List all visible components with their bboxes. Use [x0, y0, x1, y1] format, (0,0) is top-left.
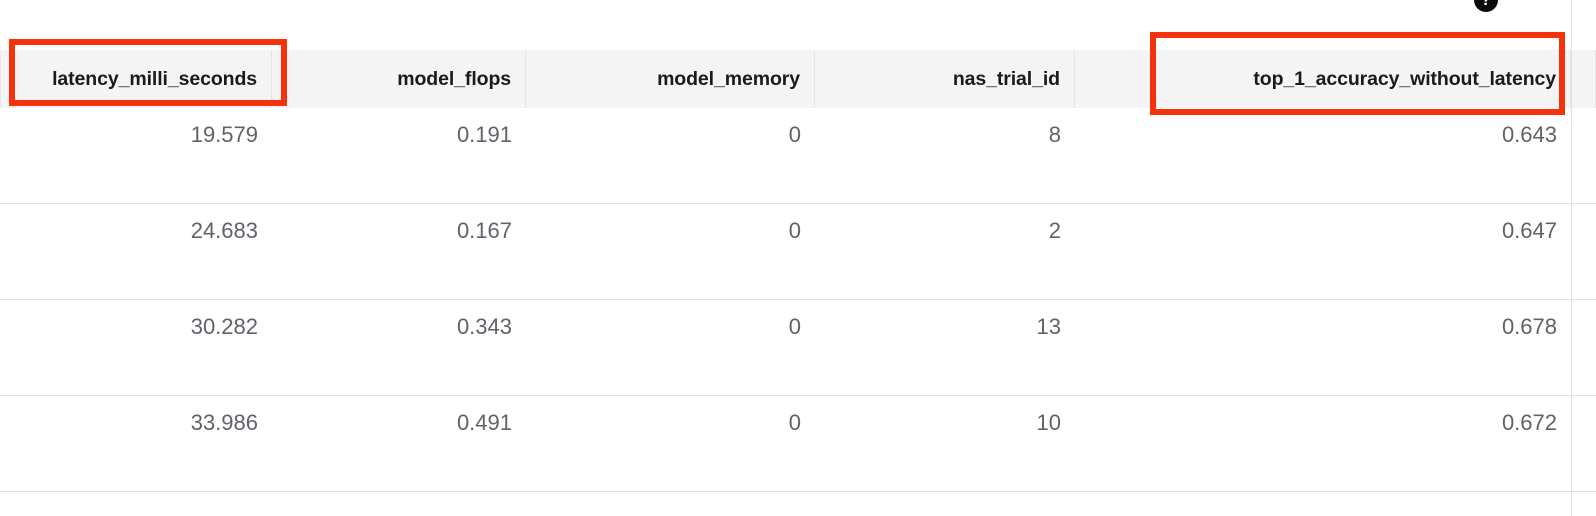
cell-nas_trial_id: 13 — [1036, 314, 1061, 339]
column-header-model_flops[interactable]: model_flops — [272, 50, 526, 108]
table-row[interactable]: 24.683 0.167 0 2 0.647 — [0, 204, 1596, 300]
cell-model_memory: 0 — [788, 410, 801, 435]
cell-next_column_partial — [1571, 300, 1596, 395]
cell-model_flops: 0.167 — [456, 218, 512, 243]
cell-latency_milli_seconds: 33.986 — [190, 410, 258, 435]
table-row[interactable]: 33.986 0.491 0 10 0.672 — [0, 396, 1596, 492]
cell-top_1_accuracy_without_latency: 0.643 — [1501, 122, 1557, 147]
cell-model_flops: 0.343 — [456, 314, 512, 339]
column-header-top_1_accuracy_without_latency[interactable]: top_1_accuracy_without_latency — [1075, 50, 1571, 108]
cell-model_memory: 0 — [788, 314, 801, 339]
cell-nas_trial_id: 10 — [1036, 410, 1061, 435]
cell-next_column_partial — [1571, 204, 1596, 299]
table-row[interactable]: 30.282 0.343 0 13 0.678 — [0, 300, 1596, 396]
cell-latency_milli_seconds: 19.579 — [190, 122, 258, 147]
cell-model_flops: 0.191 — [456, 122, 512, 147]
cell-latency_milli_seconds: 24.683 — [190, 218, 258, 243]
cell-next_column_partial — [1571, 396, 1596, 491]
cell-nas_trial_id: 2 — [1048, 218, 1061, 243]
cell-next_column_partial — [1571, 108, 1596, 203]
cell-latency_milli_seconds: 30.282 — [190, 314, 258, 339]
cell-top_1_accuracy_without_latency: 0.678 — [1501, 314, 1557, 339]
cell-top_1_accuracy_without_latency: 0.672 — [1501, 410, 1557, 435]
help-circle-icon[interactable]: ? — [1474, 0, 1498, 12]
cell-top_1_accuracy_without_latency: 0.647 — [1501, 218, 1557, 243]
table-body: 19.579 0.191 0 8 0.643 24.683 0.167 0 2 0.647 30.2… — [0, 108, 1596, 492]
column-header-next_column_partial[interactable] — [1571, 50, 1596, 108]
table-row[interactable]: 19.579 0.191 0 8 0.643 — [0, 108, 1596, 204]
column-header-latency_milli_seconds[interactable]: latency_milli_seconds — [0, 50, 272, 108]
column-divider — [1571, 0, 1572, 516]
cell-model_flops: 0.491 — [456, 410, 512, 435]
cell-nas_trial_id: 8 — [1048, 122, 1061, 147]
cell-model_memory: 0 — [788, 122, 801, 147]
column-header-nas_trial_id[interactable]: nas_trial_id — [815, 50, 1075, 108]
column-header-model_memory[interactable]: model_memory — [526, 50, 815, 108]
cell-model_memory: 0 — [788, 218, 801, 243]
